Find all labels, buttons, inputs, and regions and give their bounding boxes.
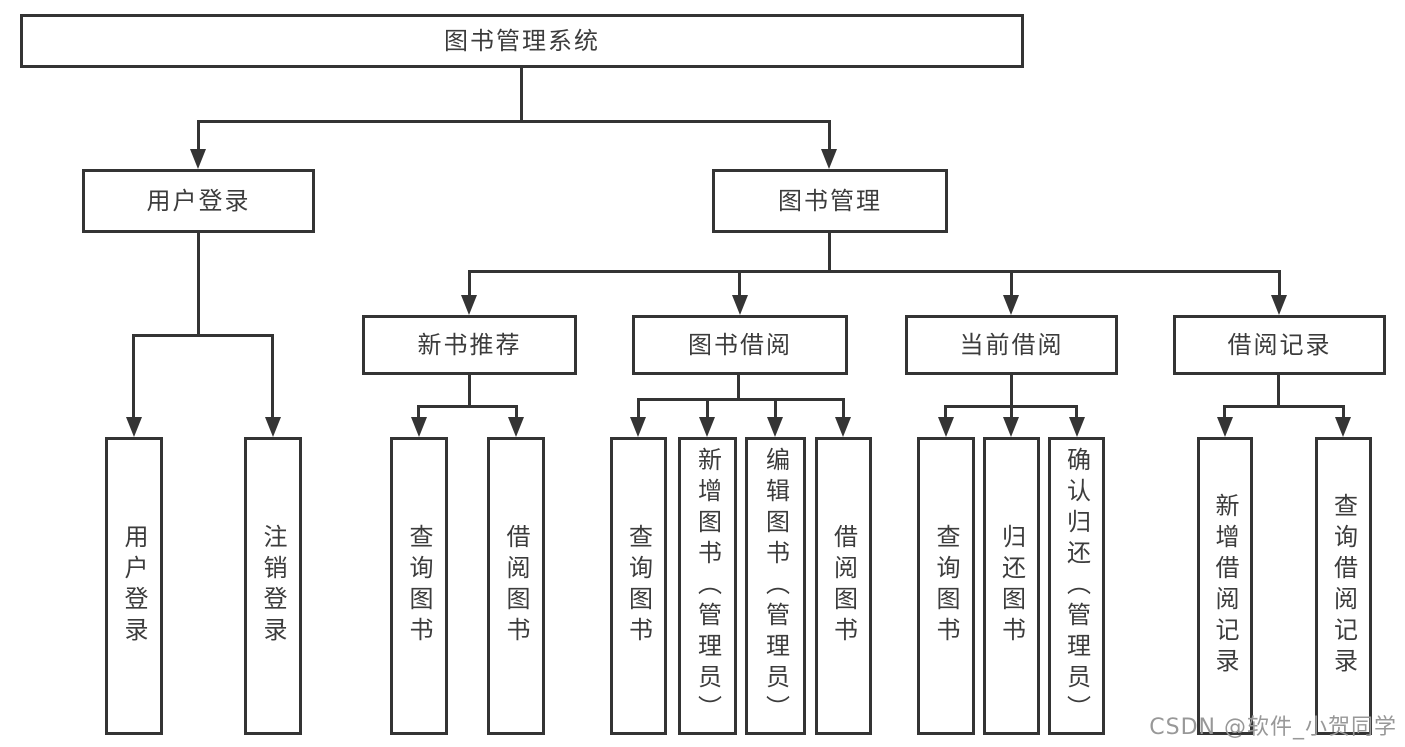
node-query-borrow-record: 查询借阅记录 (1315, 437, 1372, 735)
node-user-login-leaf: 用户登录 (105, 437, 163, 735)
node-label-query-borrow-record: 查询借阅记录 (1329, 493, 1358, 679)
connector-line (637, 398, 640, 419)
node-label-new-book-recommend: 新书推荐 (417, 331, 522, 359)
connector-line (842, 398, 845, 419)
arrowhead-down-icon (1271, 295, 1287, 315)
node-borrowing-records: 借阅记录 (1173, 315, 1386, 375)
connector-line (706, 398, 709, 419)
connector-line (197, 233, 200, 337)
node-label-book-borrowing: 图书借阅 (688, 331, 792, 359)
connector-line (1223, 405, 1226, 419)
node-label-query-books-current: 查询图书 (932, 524, 960, 648)
node-label-return-books: 归还图书 (997, 524, 1026, 648)
node-label-book-management-module: 图书管理 (778, 187, 882, 215)
connector-line (520, 68, 523, 123)
node-label-user-login-module: 用户登录 (146, 187, 251, 215)
connector-line (197, 120, 200, 152)
connector-line (1278, 270, 1281, 298)
node-label-current-borrowing: 当前借阅 (959, 331, 1064, 359)
connector-line (417, 405, 518, 408)
node-borrow-books-recommend: 借阅图书 (487, 437, 545, 735)
connector-line (944, 405, 947, 419)
connector-line (132, 334, 274, 337)
connector-line (828, 120, 831, 152)
node-label-edit-books-admin: 编辑图书（管理员） (761, 446, 790, 726)
connector-line (132, 334, 135, 420)
connector-line (197, 120, 831, 123)
arrowhead-down-icon (1003, 417, 1019, 437)
arrowhead-down-icon (1335, 417, 1351, 437)
connector-line (738, 270, 741, 298)
arrowhead-down-icon (1003, 295, 1019, 315)
connector-line (468, 270, 1281, 273)
arrowhead-down-icon (508, 417, 524, 437)
node-confirm-return-admin: 确认归还（管理员） (1048, 437, 1105, 735)
node-book-borrowing: 图书借阅 (632, 315, 848, 375)
node-add-books-admin: 新增图书（管理员） (678, 437, 737, 735)
node-current-borrowing: 当前借阅 (905, 315, 1118, 375)
arrowhead-down-icon (126, 417, 142, 437)
node-query-books-borrowing: 查询图书 (610, 437, 667, 735)
node-book-management-module: 图书管理 (712, 169, 948, 233)
node-add-borrow-record: 新增借阅记录 (1197, 437, 1253, 735)
connector-line (468, 375, 471, 408)
connector-line (828, 233, 831, 273)
connector-line (1010, 375, 1013, 408)
arrowhead-down-icon (938, 417, 954, 437)
node-query-books-recommend: 查询图书 (390, 437, 448, 735)
arrowhead-down-icon (835, 417, 851, 437)
connector-line (1277, 375, 1280, 408)
node-label-borrow-books-borrowing: 借阅图书 (829, 524, 858, 648)
node-label-add-books-admin: 新增图书（管理员） (693, 446, 722, 726)
connector-line (1010, 270, 1013, 298)
node-label-borrow-books-recommend: 借阅图书 (502, 524, 530, 648)
connector-line (637, 398, 845, 401)
node-logout-leaf: 注销登录 (244, 437, 302, 735)
arrowhead-down-icon (190, 149, 206, 169)
connector-line (774, 398, 777, 419)
node-label-add-borrow-record: 新增借阅记录 (1211, 493, 1239, 679)
connector-line (1075, 405, 1078, 419)
node-return-books: 归还图书 (983, 437, 1040, 735)
node-system-root: 图书管理系统 (20, 14, 1024, 68)
arrowhead-down-icon (461, 295, 477, 315)
arrowhead-down-icon (1069, 417, 1085, 437)
node-label-confirm-return-admin: 确认归还（管理员） (1062, 446, 1091, 726)
node-query-books-current: 查询图书 (917, 437, 975, 735)
connector-line (1010, 405, 1013, 419)
node-new-book-recommend: 新书推荐 (362, 315, 577, 375)
node-edit-books-admin: 编辑图书（管理员） (745, 437, 806, 735)
connector-line (1342, 405, 1345, 419)
arrowhead-down-icon (630, 417, 646, 437)
node-label-borrowing-records: 借阅记录 (1227, 331, 1332, 359)
arrowhead-down-icon (821, 149, 837, 169)
node-label-query-books-recommend: 查询图书 (405, 524, 433, 648)
arrowhead-down-icon (732, 295, 748, 315)
connector-line (737, 375, 740, 401)
node-label-logout-leaf: 注销登录 (259, 524, 287, 648)
arrowhead-down-icon (767, 417, 783, 437)
csdn-watermark: CSDN @软件_小贺同学 (1149, 715, 1397, 740)
node-label-user-login-leaf: 用户登录 (120, 524, 148, 648)
arrowhead-down-icon (265, 417, 281, 437)
node-borrow-books-borrowing: 借阅图书 (815, 437, 872, 735)
arrowhead-down-icon (411, 417, 427, 437)
connector-line (271, 334, 274, 420)
connector-line (468, 270, 471, 298)
node-label-system-root: 图书管理系统 (444, 27, 600, 55)
arrowhead-down-icon (699, 417, 715, 437)
arrowhead-down-icon (1217, 417, 1233, 437)
connector-line (515, 405, 518, 419)
node-user-login-module: 用户登录 (82, 169, 315, 233)
connector-line (1223, 405, 1345, 408)
node-label-query-books-borrowing: 查询图书 (624, 524, 653, 648)
connector-line (417, 405, 420, 419)
